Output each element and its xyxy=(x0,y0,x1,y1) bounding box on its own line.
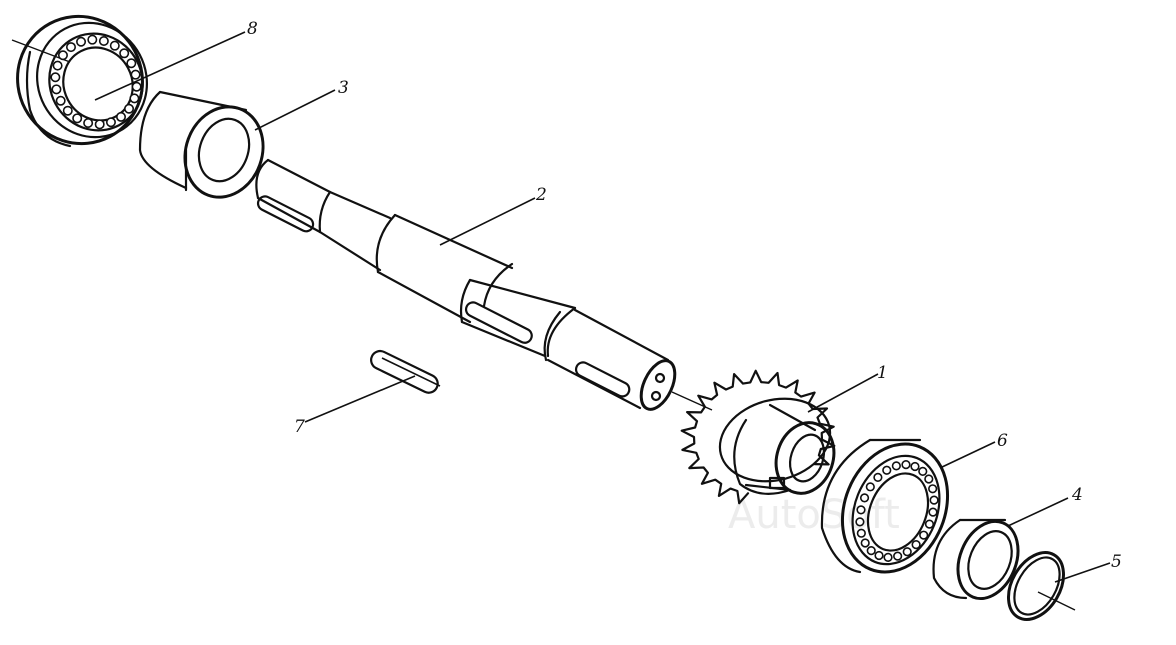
leader-8 xyxy=(94,31,246,101)
bearing-ball xyxy=(76,36,87,47)
callout-3: 3 xyxy=(338,78,349,98)
bearing-balls-8 xyxy=(50,34,142,130)
bearing-ball xyxy=(52,60,63,71)
bearing-ball xyxy=(51,84,62,95)
leader-3 xyxy=(254,89,336,131)
bearing-ball xyxy=(83,117,94,128)
bevel-gear-1 xyxy=(680,369,836,505)
bearing-ball xyxy=(891,461,901,471)
callout-4: 4 xyxy=(1071,485,1083,505)
leader-5 xyxy=(1054,562,1111,583)
key-7 xyxy=(370,349,441,394)
bearing-balls-6 xyxy=(855,460,939,562)
bearing-ball xyxy=(50,72,61,83)
bearing-ball xyxy=(105,117,116,128)
bearing-ball xyxy=(130,69,141,80)
bearing-ball xyxy=(65,42,76,53)
bearing-ball xyxy=(126,58,137,69)
bearing-ball xyxy=(57,50,68,61)
callout-6: 6 xyxy=(997,431,1008,451)
bearing-ball xyxy=(929,495,939,505)
bearing-ball xyxy=(928,507,938,517)
bushing-3 xyxy=(138,90,265,199)
bearing-ball xyxy=(55,95,66,106)
sleeve-ring-4 xyxy=(932,518,1020,601)
bearing-ball xyxy=(910,461,920,472)
bearing-ball xyxy=(911,540,921,550)
leader-2 xyxy=(439,197,536,246)
callout-2: 2 xyxy=(535,185,547,205)
bearing-ball xyxy=(94,119,105,130)
bearing-ball xyxy=(116,111,127,122)
leader-7 xyxy=(304,375,416,423)
leader-4 xyxy=(1007,497,1069,527)
bearing-ball xyxy=(856,528,866,538)
assembly-axis xyxy=(11,39,1076,611)
bearing-ball xyxy=(109,40,120,51)
bearing-ball xyxy=(860,538,870,548)
bearing-ball xyxy=(98,36,109,47)
bearing-ball xyxy=(928,484,938,494)
shaft-2 xyxy=(255,158,677,411)
bearing-ball xyxy=(72,113,83,124)
bearing-ball xyxy=(119,48,130,59)
ball-bearing-8 xyxy=(16,14,149,148)
bearing-ball xyxy=(873,472,883,482)
bearing-ball xyxy=(918,466,928,477)
watermark: AutoSoft xyxy=(728,492,900,538)
bearing-ball xyxy=(865,482,875,492)
callout-labels: 8 3 2 7 1 6 4 5 xyxy=(247,19,1122,572)
bearing-ball xyxy=(859,493,870,503)
bearing-ball xyxy=(129,93,140,104)
bearing-ball xyxy=(124,103,135,114)
leader-1 xyxy=(807,373,879,413)
bearing-ball xyxy=(866,545,876,556)
bearing-ball xyxy=(902,547,912,557)
bearing-ball xyxy=(874,550,884,561)
ball-bearing-6 xyxy=(820,438,950,574)
callout-7: 7 xyxy=(294,417,305,437)
retaining-ring-5 xyxy=(1007,551,1065,621)
callout-leaders xyxy=(94,31,1111,583)
bearing-ball xyxy=(131,81,142,92)
bearing-ball xyxy=(901,460,911,470)
bearing-ball xyxy=(924,519,935,529)
bearing-ball xyxy=(856,505,866,515)
bearing-ball xyxy=(882,465,892,475)
bearing-ball xyxy=(924,474,934,484)
callout-8: 8 xyxy=(247,19,258,39)
bearing-ball xyxy=(62,105,73,116)
bearing-ball xyxy=(893,551,903,561)
bearing-ball xyxy=(87,34,98,45)
callout-1: 1 xyxy=(877,363,888,383)
bearing-ball xyxy=(883,552,893,562)
leader-6 xyxy=(939,441,996,469)
bearing-ball xyxy=(855,517,865,527)
callout-5: 5 xyxy=(1111,552,1122,572)
bearing-ball xyxy=(919,530,929,540)
